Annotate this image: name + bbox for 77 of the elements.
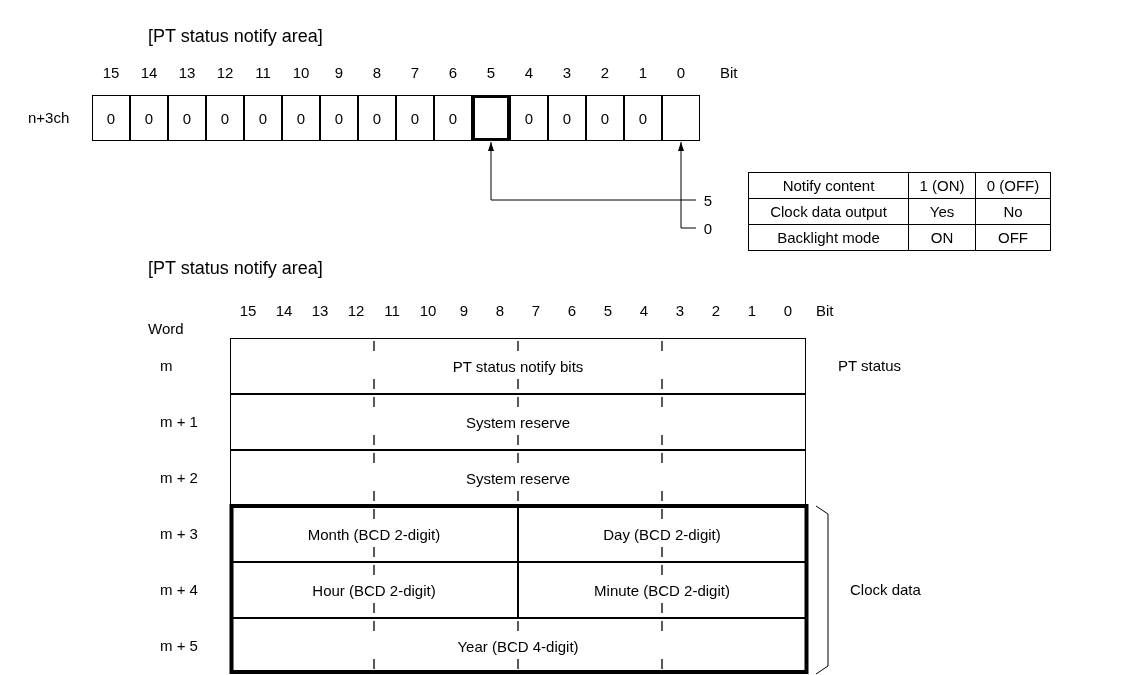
bit-number: 14 [139, 64, 159, 81]
bit-number: 6 [566, 302, 578, 319]
byte-field: Minute (BCD 2-digit) [518, 562, 806, 618]
bit-number: 15 [101, 64, 121, 81]
arrow [488, 141, 697, 201]
word-field: System reserve [230, 394, 806, 450]
bit-cell: 0 [624, 95, 662, 141]
section-title: [PT status notify area] [148, 26, 323, 47]
word-address: m + 1 [160, 413, 198, 430]
bit-number: 1 [637, 64, 649, 81]
bit-cell: 0 [320, 95, 358, 141]
bit-axis-label: Bit [816, 302, 834, 319]
bit-number: 10 [418, 302, 438, 319]
bit-number: 2 [710, 302, 722, 319]
bit-number: 9 [458, 302, 470, 319]
column-heading: Word [148, 320, 184, 337]
bit-number: 15 [238, 302, 258, 319]
field-description: PT status [838, 357, 902, 374]
byte-field: Month (BCD 2-digit) [230, 506, 518, 562]
bit-cell: 0 [130, 95, 168, 141]
bit-number: 0 [700, 218, 716, 238]
byte-field: Day (BCD 2-digit) [518, 506, 806, 562]
bit-number: 5 [602, 302, 614, 319]
bit-number: 8 [371, 64, 383, 81]
bit-number: 14 [274, 302, 294, 319]
word-address: m + 2 [160, 469, 198, 486]
bit-cell: 0 [168, 95, 206, 141]
bit-cell: 0 [586, 95, 624, 141]
word-address: m + 5 [160, 637, 198, 654]
bracket-label: Clock data [850, 581, 921, 598]
bit-number: 5 [485, 64, 497, 81]
bit-number: 4 [523, 64, 535, 81]
bit-cell: 0 [282, 95, 320, 141]
bit-number: 12 [215, 64, 235, 81]
table-cell: OFF [975, 224, 1051, 251]
word-address: m + 3 [160, 525, 198, 542]
bit-cell: 0 [548, 95, 586, 141]
bit-cell: 0 [206, 95, 244, 141]
bit-cell: 0 [358, 95, 396, 141]
bit-number: 13 [310, 302, 330, 319]
channel-label: n+3ch [28, 109, 70, 126]
bit-number: 3 [674, 302, 686, 319]
word-address: m [160, 357, 173, 374]
word-field: PT status notify bits [230, 338, 806, 394]
bit-cell: 0 [510, 95, 548, 141]
bit-cell: 0 [244, 95, 282, 141]
arrow [678, 141, 697, 229]
bit-cell [472, 95, 510, 141]
bit-number: 12 [346, 302, 366, 319]
bit-number: 9 [333, 64, 345, 81]
bit-number: 3 [561, 64, 573, 81]
word-address: m + 4 [160, 581, 198, 598]
table-cell: 0 (OFF) [975, 172, 1051, 199]
bit-number: 7 [530, 302, 542, 319]
bit-number: 0 [675, 64, 687, 81]
bit-number: 8 [494, 302, 506, 319]
bit-cell [662, 95, 700, 141]
bit-number: 6 [447, 64, 459, 81]
bit-number: 7 [409, 64, 421, 81]
bit-cell: 0 [92, 95, 130, 141]
word-field: System reserve [230, 450, 806, 506]
table-cell: Notify content [748, 172, 909, 199]
bit-number: 4 [638, 302, 650, 319]
bit-number: 2 [599, 64, 611, 81]
bit-number: 1 [746, 302, 758, 319]
bit-cell: 0 [434, 95, 472, 141]
bit-number: 0 [782, 302, 794, 319]
bit-number: 5 [700, 190, 716, 210]
bit-number: 10 [291, 64, 311, 81]
bit-number: 11 [383, 302, 401, 319]
section-title: [PT status notify area] [148, 258, 323, 279]
bit-number: 13 [177, 64, 197, 81]
byte-field: Hour (BCD 2-digit) [230, 562, 518, 618]
bit-cell: 0 [396, 95, 434, 141]
bit-number: 11 [254, 64, 272, 81]
table-cell: Backlight mode [748, 224, 909, 251]
bit-axis-label: Bit [720, 64, 738, 81]
